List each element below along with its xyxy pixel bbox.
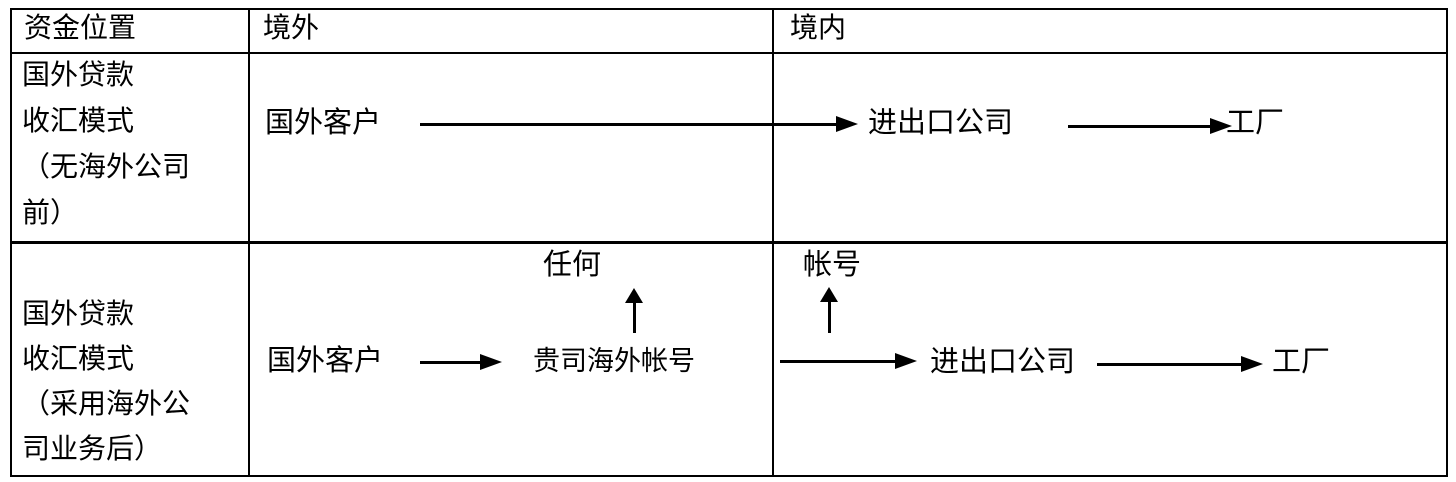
row2-node-any: 任何 (543, 249, 602, 281)
row2-node-account: 帐号 (803, 249, 862, 281)
row2-up-arrow-domestic-icon (820, 287, 838, 333)
row1-arrow-company-to-factory-icon (1068, 118, 1232, 134)
arrow-shaft (633, 301, 636, 333)
row1-node-factory: 工厂 (1226, 107, 1285, 139)
row2-node-import-export-company: 进出口公司 (930, 346, 1076, 378)
row2-node-overseas-account: 贵司海外帐号 (533, 346, 695, 376)
arrow-head-up-icon (820, 287, 838, 302)
arrow-shaft (420, 123, 840, 126)
arrow-head-up-icon (625, 288, 643, 303)
arrow-head-right-icon (895, 353, 917, 369)
row1-label-line3: （无海外公司 (22, 152, 191, 183)
header-row-divider (10, 52, 1448, 54)
row2-label-line4: 司业务后） (22, 434, 163, 465)
row2-label-line3: （采用海外公 (22, 389, 191, 420)
row-divider (10, 241, 1448, 244)
row2-arrow-account-to-company-icon (780, 353, 917, 369)
row1-label-line1: 国外贷款 (22, 60, 135, 91)
arrow-head-right-icon (1241, 356, 1263, 372)
arrow-shaft (420, 361, 484, 364)
row1-label: 国外贷款 收汇模式 （无海外公司 前） (22, 53, 190, 237)
arrow-head-right-icon (836, 116, 858, 132)
row2-arrow-customer-to-account-icon (420, 354, 502, 370)
row1-node-import-export-company: 进出口公司 (868, 107, 1014, 139)
header-cell-domestic: 境内 (790, 13, 847, 44)
row2-label-line2: 收汇模式 (22, 344, 135, 375)
row1-node-foreign-customer: 国外客户 (265, 107, 382, 139)
row2-label-line1: 国外贷款 (22, 299, 135, 330)
arrow-shaft (1068, 125, 1214, 128)
row2-arrow-company-to-factory-icon (1097, 356, 1263, 372)
header-cell-overseas: 境外 (263, 13, 320, 44)
arrow-shaft (1097, 363, 1245, 366)
row2-node-foreign-customer: 国外客户 (267, 345, 384, 377)
arrow-head-right-icon (480, 354, 502, 370)
arrow-shaft (780, 360, 899, 363)
row1-label-line2: 收汇模式 (22, 106, 135, 137)
row2-label: 国外贷款 收汇模式 （采用海外公 司业务后） (22, 292, 190, 472)
header-cell-fund-position: 资金位置 (24, 13, 137, 44)
row2-node-factory: 工厂 (1272, 346, 1331, 378)
arrow-shaft (828, 300, 831, 333)
arrow-head-right-icon (1210, 118, 1232, 134)
row1-arrow-customer-to-company-icon (420, 116, 858, 132)
row2-up-arrow-overseas-icon (625, 288, 643, 333)
row1-label-line4: 前） (22, 198, 79, 229)
